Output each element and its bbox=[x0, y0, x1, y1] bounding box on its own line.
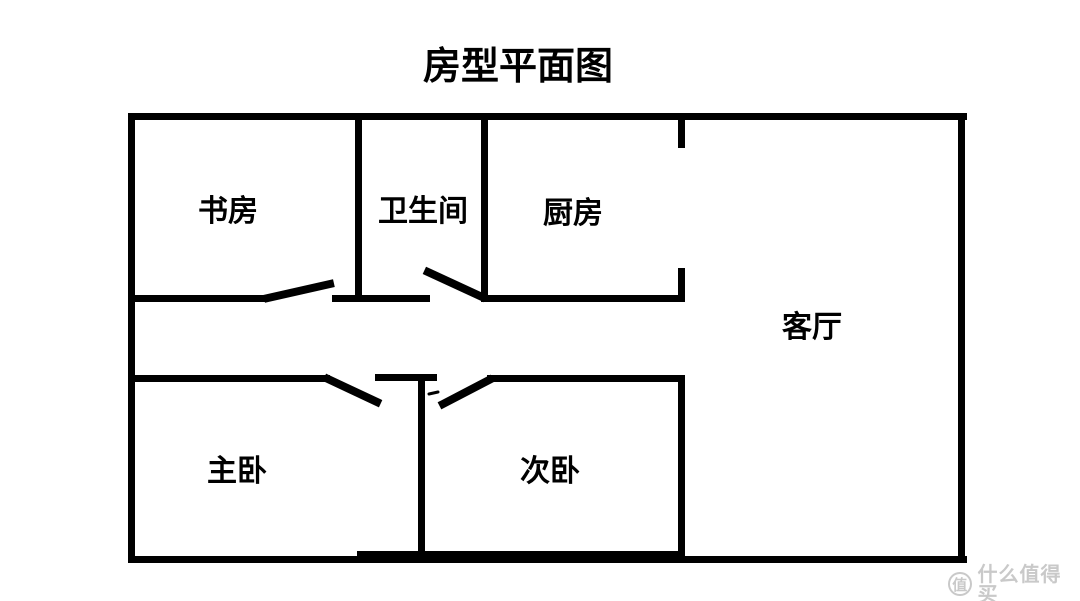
room-label-study: 书房 bbox=[198, 194, 258, 229]
wall-kitchen-right-lower bbox=[678, 268, 685, 302]
smzdm-logo-icon: 值 bbox=[948, 572, 972, 596]
room-label-master: 主卧 bbox=[207, 454, 267, 489]
wall-bedroom-divider bbox=[418, 374, 425, 563]
wall-bathroom-left bbox=[355, 113, 362, 302]
wall-study-bottom bbox=[128, 295, 268, 302]
wall-second-top bbox=[487, 375, 685, 382]
wall-kitchen-right-upper bbox=[678, 113, 685, 148]
door-study bbox=[263, 279, 335, 303]
wall-kitchen-left bbox=[481, 113, 488, 302]
smzdm-watermark: 值 什么值得买 bbox=[948, 564, 1080, 601]
wall-bottom-overlap bbox=[357, 551, 685, 563]
wall-master-top bbox=[128, 375, 330, 382]
door-mark-dash bbox=[427, 390, 440, 396]
room-label-living: 客厅 bbox=[782, 310, 842, 345]
wall-outer-right bbox=[958, 113, 965, 563]
room-label-kitchen: 厨房 bbox=[543, 196, 603, 231]
watermark-text: 什么值得买 bbox=[977, 562, 1062, 601]
wall-outer-top bbox=[128, 113, 967, 120]
wall-second-right bbox=[678, 375, 685, 563]
wall-kitchen-bottom bbox=[481, 295, 685, 302]
door-bathroom bbox=[422, 266, 488, 303]
room-label-second: 次卧 bbox=[520, 454, 580, 489]
wall-corridor-mid bbox=[332, 295, 430, 302]
page-title: 房型平面图 bbox=[422, 44, 614, 88]
room-label-bathroom: 卫生间 bbox=[378, 194, 468, 229]
wall-bedroom-stub bbox=[375, 374, 437, 381]
door-master bbox=[322, 373, 383, 408]
wall-outer-left bbox=[128, 113, 135, 563]
door-second bbox=[437, 374, 495, 410]
